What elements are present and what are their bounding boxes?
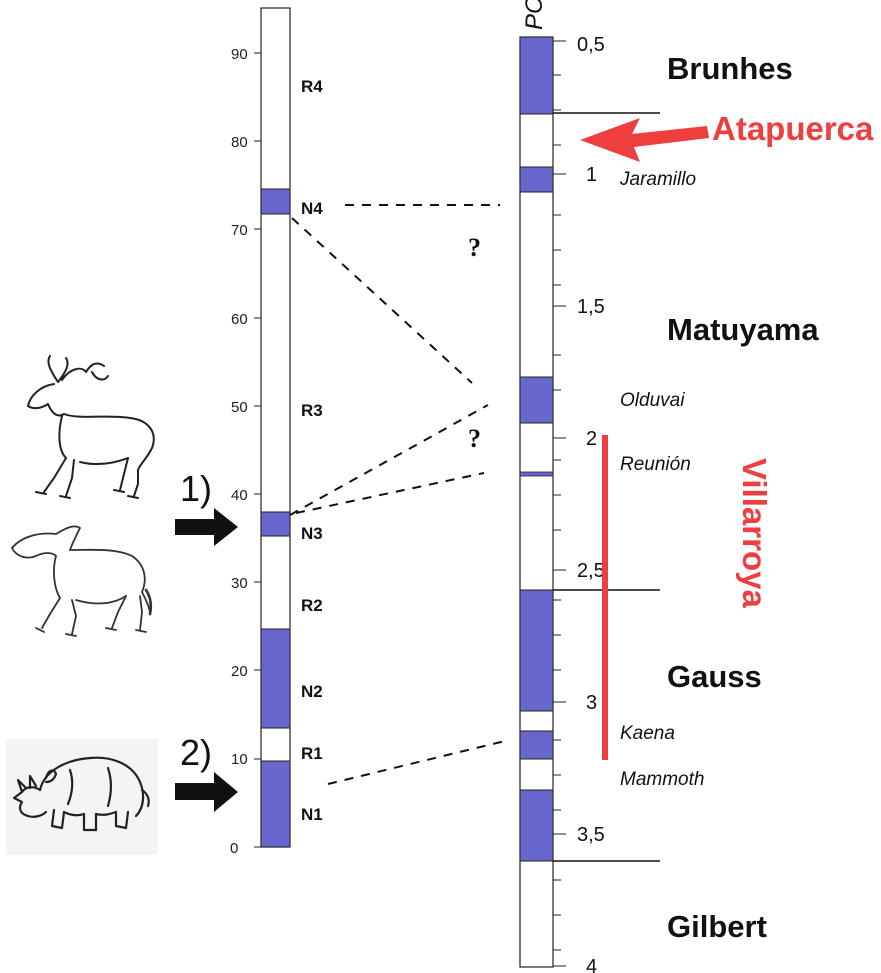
atapuerca-arrow-icon [580, 118, 709, 162]
arrow-right-icon-2 [175, 772, 238, 812]
left-axis-ticks [254, 53, 261, 847]
left-tick-10: 10 [231, 751, 248, 768]
chron-gauss: Gauss [667, 659, 762, 694]
left-tick-70: 70 [231, 222, 248, 239]
correlation-n1-kaena [328, 741, 505, 784]
arrow-label-2: 2) [180, 732, 212, 773]
level-arrow-1: 1) [175, 468, 238, 546]
age-tick-3: 3 [586, 692, 597, 714]
age-tick-1: 1 [586, 164, 597, 186]
correlation-n4-olduvai [292, 218, 472, 383]
rhinoceros-drawing [6, 739, 158, 855]
chron-matuyama: Matuyama [667, 312, 819, 347]
age-tick-4: 4 [586, 956, 597, 973]
arrow-right-icon-1 [175, 508, 238, 546]
normal-band-n3 [261, 512, 290, 536]
subchron-jaramillo: Jaramillo [619, 169, 696, 190]
correlation-n3-olduvai [290, 405, 488, 515]
age-tick-1-5: 1,5 [577, 296, 605, 318]
zone-label-r2: R2 [301, 596, 323, 615]
left-tick-40: 40 [231, 487, 248, 504]
normal-band-brunhes [520, 37, 553, 114]
chron-gilbert: Gilbert [667, 909, 767, 944]
age-tick-2: 2 [586, 428, 597, 450]
normal-band-gauss-lower [520, 790, 553, 861]
normal-band-n1 [261, 761, 290, 847]
zone-label-n4: N4 [301, 199, 323, 218]
column-header-fragment: PC [521, 0, 548, 30]
age-tick-3-5: 3,5 [577, 824, 605, 846]
subchron-olduvai: Olduvai [620, 390, 685, 411]
site-label-atapuerca: Atapuerca [712, 110, 874, 147]
site-label-villarroya: Villarroya [736, 458, 773, 608]
normal-band-gauss-middle [520, 731, 553, 759]
zone-label-n2: N2 [301, 682, 323, 701]
villarroya-range-bar [602, 435, 608, 760]
uncertain-mark-upper: ? [468, 233, 481, 262]
right-axis-ticks [553, 41, 566, 966]
zone-label-r1: R1 [301, 744, 323, 763]
normal-band-jaramillo [520, 167, 553, 192]
left-tick-0: 0 [230, 840, 238, 857]
normal-band-n2 [261, 629, 290, 728]
level-arrow-2: 2) [175, 732, 238, 812]
normal-band-olduvai [520, 377, 553, 423]
age-tick-0-5: 0,5 [577, 34, 605, 56]
zone-label-n1: N1 [301, 805, 323, 824]
age-tick-2-5: 2,5 [577, 560, 605, 582]
normal-band-n4 [261, 189, 290, 214]
left-tick-20: 20 [231, 663, 248, 680]
normal-band-gauss-upper [520, 590, 553, 711]
correlation-n3-reunion [296, 473, 484, 513]
left-tick-30: 30 [231, 575, 248, 592]
arrow-label-1: 1) [180, 468, 212, 509]
uncertain-mark-lower: ? [468, 424, 481, 453]
chron-brunhes: Brunhes [667, 51, 793, 86]
normal-band-reunion [520, 472, 553, 476]
left-tick-90: 90 [231, 46, 248, 63]
subchron-reunion: Reunión [620, 454, 691, 475]
zone-label-r3: R3 [301, 401, 323, 420]
left-tick-60: 60 [231, 311, 248, 328]
left-tick-50: 50 [231, 399, 248, 416]
zone-label-n3: N3 [301, 524, 323, 543]
left-tick-80: 80 [231, 134, 248, 151]
zone-label-r4: R4 [301, 77, 323, 96]
subchron-kaena: Kaena [620, 723, 675, 744]
atapuerca-marker: Atapuerca [580, 110, 874, 162]
subchron-mammoth: Mammoth [620, 769, 704, 790]
horse-drawing [12, 526, 151, 636]
deer-drawing [28, 356, 154, 498]
villarroya-marker: Villarroya [602, 435, 773, 760]
local-section-column: 0 10 20 30 40 50 60 70 80 90 N1 R1 N2 R2… [230, 8, 323, 857]
